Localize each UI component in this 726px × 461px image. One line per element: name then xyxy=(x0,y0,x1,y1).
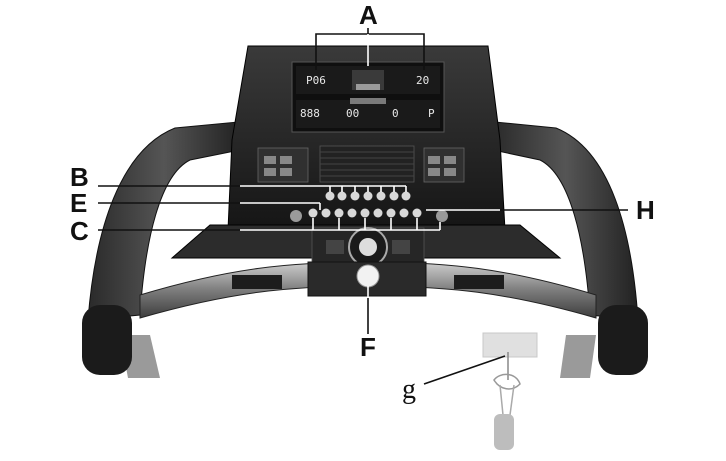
display-panel: P06 20 888 00 0 P xyxy=(291,61,445,133)
lower-mid-readout: 00 xyxy=(346,107,359,120)
handlebar xyxy=(139,261,597,319)
callout-b-leader xyxy=(98,185,407,192)
lower-right-readout: P xyxy=(428,107,435,120)
program-keys-row xyxy=(325,191,411,201)
callout-c-leader xyxy=(98,218,441,231)
callout-f: F xyxy=(360,332,376,362)
lower-center-readout: 0 xyxy=(392,107,399,120)
callout-c: C xyxy=(70,216,89,246)
lower-left-readout: 888 xyxy=(300,107,320,120)
left-info-panel xyxy=(257,147,309,183)
callout-b: B xyxy=(70,162,89,192)
callout-g: g xyxy=(402,374,416,405)
side-buttons xyxy=(290,210,448,222)
right-readout: 20 xyxy=(416,74,429,87)
callout-e-leader xyxy=(98,202,321,210)
safety-key-button xyxy=(356,264,380,288)
callout-e: E xyxy=(70,188,87,218)
speaker-grille xyxy=(319,145,415,183)
callout-g-leader xyxy=(423,355,506,385)
level-keys-row xyxy=(308,208,422,218)
callout-a: A xyxy=(359,0,378,30)
navigation-pad xyxy=(311,227,425,269)
left-readout: P06 xyxy=(306,74,326,87)
right-info-panel xyxy=(423,147,465,183)
safety-clip-inset xyxy=(482,332,538,450)
callout-h: H xyxy=(636,195,655,225)
side-handrails xyxy=(82,121,648,375)
callout-a-leader xyxy=(315,28,425,70)
